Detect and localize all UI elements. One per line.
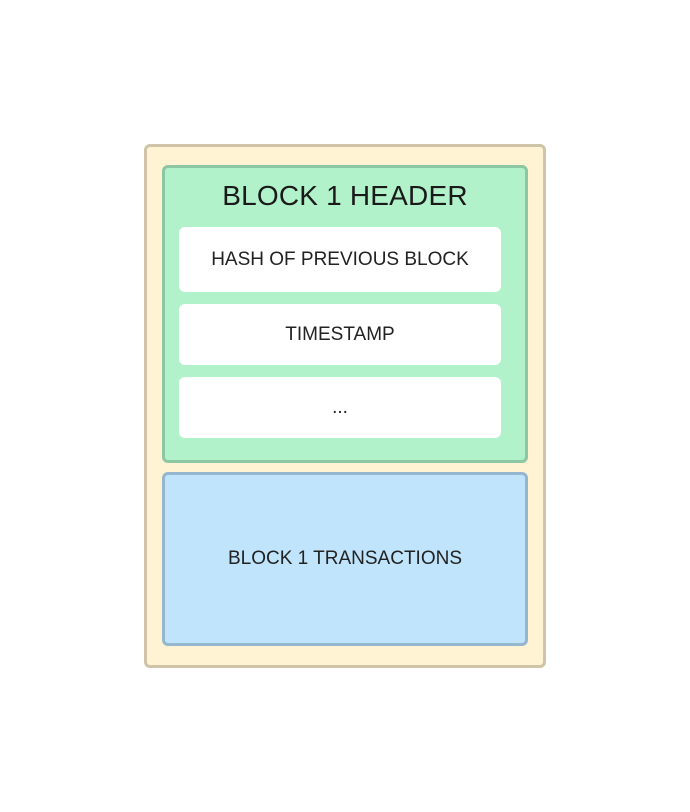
block-transactions-box: BLOCK 1 TRANSACTIONS [162,472,528,646]
block-header-title: BLOCK 1 HEADER [222,180,468,211]
block-transactions-label: BLOCK 1 TRANSACTIONS [227,548,463,569]
header-field-timestamp: TIMESTAMP [179,304,501,365]
header-field-previous-hash: HASH OF PREVIOUS BLOCK [179,227,501,292]
header-field-ellipsis: ... [179,377,501,438]
